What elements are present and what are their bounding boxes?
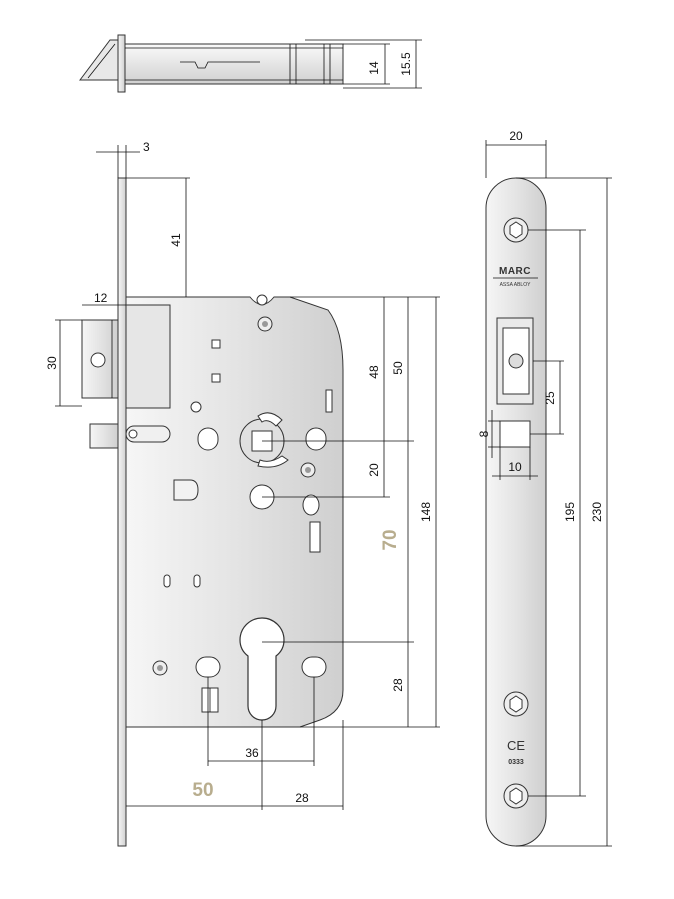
dim-195-label: 195	[563, 502, 577, 522]
top-latch-bevel	[79, 39, 119, 81]
distance-70-label: 70	[380, 529, 401, 550]
dim-230-label: 230	[590, 502, 604, 522]
ce-mark: CE	[507, 738, 525, 753]
dim-14-label: 14	[367, 61, 381, 75]
cylinder-cutout	[239, 617, 285, 721]
dim-15-5-label: 15.5	[399, 52, 413, 76]
backset-50-label: 50	[192, 780, 213, 801]
bolt-opening	[499, 420, 531, 448]
dim-10-label: 10	[508, 460, 522, 474]
dim-20-label: 20	[367, 463, 381, 477]
top-view: 14 15.5	[79, 34, 422, 93]
dead-bolt	[89, 423, 119, 449]
dim-148-label: 148	[419, 502, 433, 522]
dim-28-horizontal-label: 28	[295, 791, 309, 805]
dim-20-width-label: 20	[509, 129, 523, 143]
dim-3-label: 3	[143, 140, 150, 154]
dim-25-label: 25	[543, 391, 557, 405]
latch-housing	[125, 304, 171, 409]
dim-8-label: 8	[477, 430, 491, 437]
top-case	[124, 43, 344, 85]
dim-30-label: 30	[45, 356, 59, 370]
forend-strip	[117, 177, 127, 847]
front-view: 41 3 12 30 48 50 20 148 70 28 36 28	[45, 140, 440, 847]
faceplate-view: MARC ASSA ABLOY CE 0333 20 230 195 25	[477, 129, 612, 847]
brand-subtitle: ASSA ABLOY	[500, 282, 532, 288]
dim-50-right-label: 50	[391, 361, 405, 375]
ce-number: 0333	[508, 759, 524, 766]
dim-28-vertical-label: 28	[391, 678, 405, 692]
dim-41-label: 41	[169, 233, 183, 247]
dim-48-label: 48	[367, 365, 381, 379]
brand-logo: MARC	[499, 266, 531, 277]
top-faceplate	[117, 34, 126, 93]
dim-36-label: 36	[245, 746, 259, 760]
dim-12-label: 12	[94, 291, 108, 305]
